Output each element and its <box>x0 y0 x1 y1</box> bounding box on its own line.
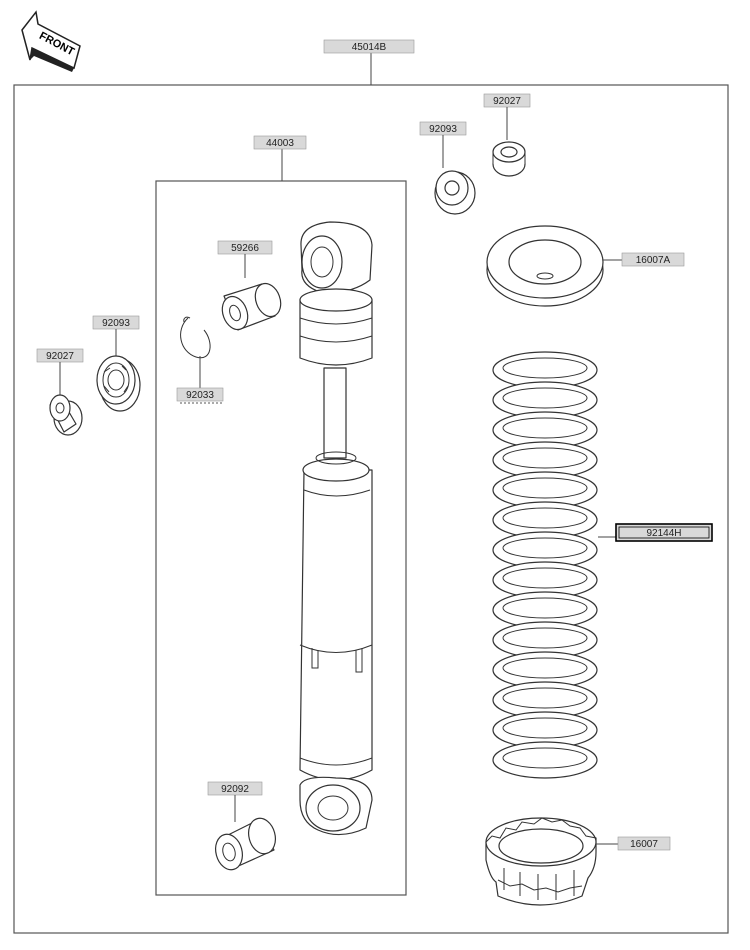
spring-coil-inner <box>502 507 588 529</box>
spring-coil-inner <box>502 567 588 589</box>
spring-coil-inner <box>502 417 588 439</box>
spring-coil-inner <box>502 537 588 559</box>
spring-coil <box>492 741 598 779</box>
label-collar-top-right-text: 92027 <box>493 96 521 107</box>
label-bushing-upper-text: 59266 <box>231 243 259 254</box>
collar-left-part <box>49 394 83 436</box>
label-spring-seat-text: 16007A <box>636 255 671 266</box>
label-shock-unit[interactable]: 44003 <box>253 135 307 150</box>
spring-coil-inner <box>502 387 588 409</box>
shock-absorber-part <box>299 221 373 836</box>
spring-coil-inner <box>502 687 588 709</box>
label-bearing-left-text: 92093 <box>102 318 130 329</box>
label-collar-left-text: 92027 <box>46 351 74 362</box>
spring-coil-inner <box>502 717 588 739</box>
label-bushing-upper[interactable]: 59266 <box>217 240 273 255</box>
label-spring-seat[interactable]: 16007A <box>621 252 685 267</box>
label-collar-left[interactable]: 92027 <box>36 348 84 363</box>
spring-coil-inner <box>502 657 588 679</box>
collar-top-right-part <box>492 141 526 177</box>
coil-spring-part <box>492 351 598 779</box>
label-collar-top-right[interactable]: 92027 <box>483 93 531 108</box>
bushing-lower-part <box>215 817 276 871</box>
bearing-left-part <box>96 355 141 412</box>
spring-coil-inner <box>502 447 588 469</box>
bushing-upper-part <box>221 282 282 331</box>
label-bushing-lower[interactable]: 92092 <box>207 781 263 796</box>
front-arrow-icon: FRONT <box>21 10 81 72</box>
label-bearing-left[interactable]: 92093 <box>92 315 140 330</box>
label-shock-unit-text: 44003 <box>266 138 294 149</box>
label-assembly[interactable]: 45014B <box>323 39 415 54</box>
label-circlip[interactable]: 92033 <box>176 387 224 404</box>
label-spring-text: 92144H <box>646 528 681 539</box>
label-washer-top-right[interactable]: 92093 <box>419 121 467 136</box>
spring-coil-inner <box>502 627 588 649</box>
label-assembly-text: 45014B <box>352 42 387 53</box>
label-circlip-text: 92033 <box>186 390 214 401</box>
spring-coil-inner <box>502 747 588 769</box>
label-adjuster[interactable]: 16007 <box>617 836 671 851</box>
label-washer-top-right-text: 92093 <box>429 124 457 135</box>
shock-unit-frame <box>155 180 407 896</box>
circlip-part <box>180 316 211 359</box>
spring-coil-inner <box>502 597 588 619</box>
washer-top-right-part <box>434 170 476 215</box>
spring-coil-inner <box>502 357 588 379</box>
label-spring[interactable]: 92144H <box>615 523 713 542</box>
spring-seat-part <box>486 225 604 307</box>
adjuster-part <box>485 817 597 906</box>
spring-coil-inner <box>502 477 588 499</box>
label-bushing-lower-text: 92092 <box>221 784 249 795</box>
label-adjuster-text: 16007 <box>630 839 658 850</box>
